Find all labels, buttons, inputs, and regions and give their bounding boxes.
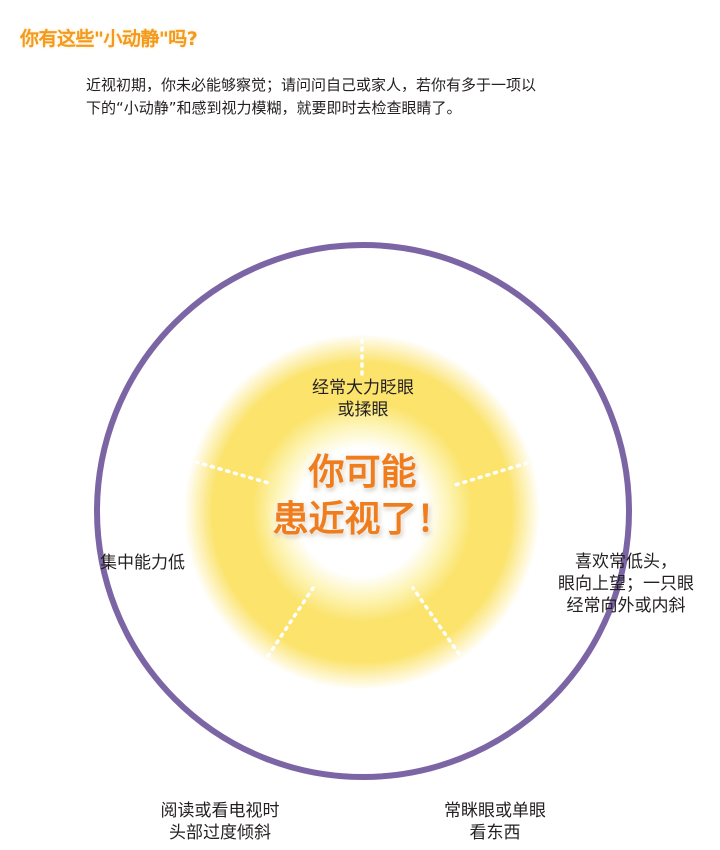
page-heading: 你有这些"小动静"吗? (20, 28, 198, 50)
intro-line-1: 近视初期，你未必能够察觉；请问问自己或家人，若你有多于一项以 (86, 76, 537, 94)
divider-bottom-left (266, 586, 315, 658)
center-line-2: 患近视了！ (272, 499, 453, 540)
sign-frequent-blinking: 经常大力眨眼 或揉眼 (312, 378, 414, 420)
divider-bottom-right (411, 586, 461, 656)
yellow-glow (184, 334, 540, 690)
sign-low-concentration: 集中能力低 (100, 553, 185, 573)
sign-squinting: 常眯眼或单眼 看东西 (444, 801, 546, 843)
intro-paragraph: 近视初期，你未必能够察觉；请问问自己或家人，若你有多于一项以 下的“小动静”和感… (86, 74, 656, 120)
divider-left (194, 460, 274, 486)
divider-right (453, 461, 529, 487)
outer-ring (94, 242, 632, 780)
center-message: 你可能 患近视了！ (250, 449, 475, 543)
sign-head-tilt: 阅读或看电视时 头部过度倾斜 (160, 801, 280, 843)
intro-line-2: 下的“小动静”和感到视力模糊，就要即时去检查眼睛了。 (86, 99, 462, 117)
sign-head-down-squint: 喜欢常低头， 眼向上望；一只眼 经常向外或内斜 (558, 552, 694, 616)
center-line-1: 你可能 (308, 452, 417, 493)
